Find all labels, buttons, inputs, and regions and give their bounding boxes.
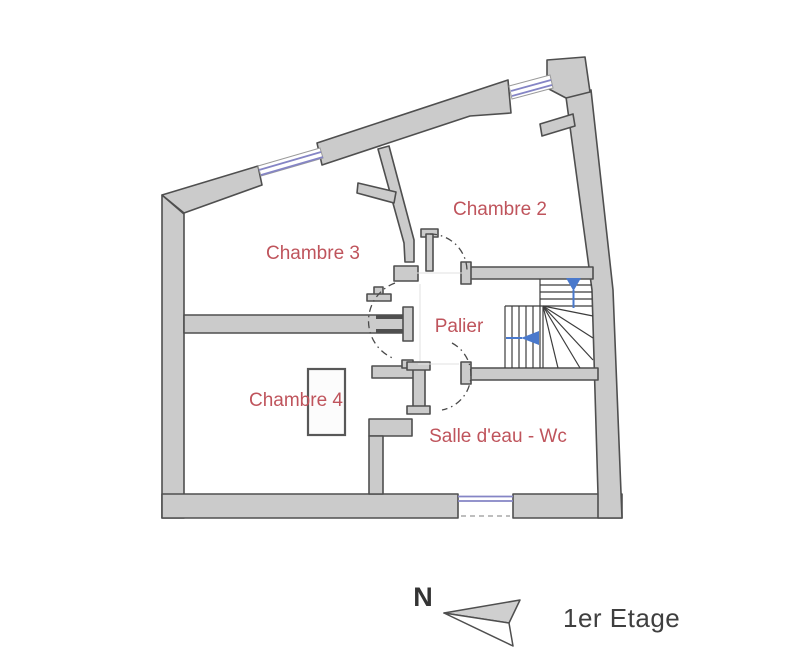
wall-c4-salle-eau [368,418,413,495]
outer-walls [161,56,623,519]
wall-divider-c3-c2 [377,145,415,263]
door-leaf-chambre2 [420,228,439,272]
window-bottom [458,495,513,517]
door-arcs [367,233,472,411]
north-label: N [413,582,433,612]
door-arc-chambre2 [429,233,468,272]
door-arc-palier-double [367,282,396,360]
wall-stairs-salle-eau [460,361,599,385]
door-arc-salle-eau [441,342,472,411]
label-chambre2: Chambre 2 [453,199,547,220]
windows [257,74,554,517]
wall-palier-salle-eau [371,359,431,415]
label-chambre3: Chambre 3 [266,243,360,264]
floor-title: 1er Etage [563,603,680,633]
wall-left [161,194,185,519]
label-palier: Palier [435,316,484,337]
wall-divider-stub [356,182,397,204]
wall-stub-chambre2 [539,113,576,137]
label-chambre4: Chambre 4 [249,390,343,411]
wall-right [565,89,623,519]
stair-direction-left-arrow [506,331,539,345]
label-salle-eau: Salle d'eau - Wc [429,426,567,447]
wall-center-divider [183,306,414,342]
compass: N [413,582,521,647]
window-top-right [508,74,554,100]
guide-lines [417,272,462,365]
window-top-left [257,147,324,177]
stair-direction-down-arrow [566,278,581,308]
wall-top-right-segment [316,79,512,166]
wall-bottom-left [161,493,459,519]
wall-top-left-segment [161,165,263,214]
wall-c2-stairs [460,261,594,285]
chimney-block [306,367,347,437]
room-labels: Chambre 2 Chambre 3 Chambre 4 Palier Sal… [249,199,567,447]
staircase [504,278,594,369]
wall-divider-foot [393,265,419,282]
wall-top-right-notch [546,56,591,99]
stair-winders [542,305,594,369]
north-arrow-icon [443,599,521,647]
